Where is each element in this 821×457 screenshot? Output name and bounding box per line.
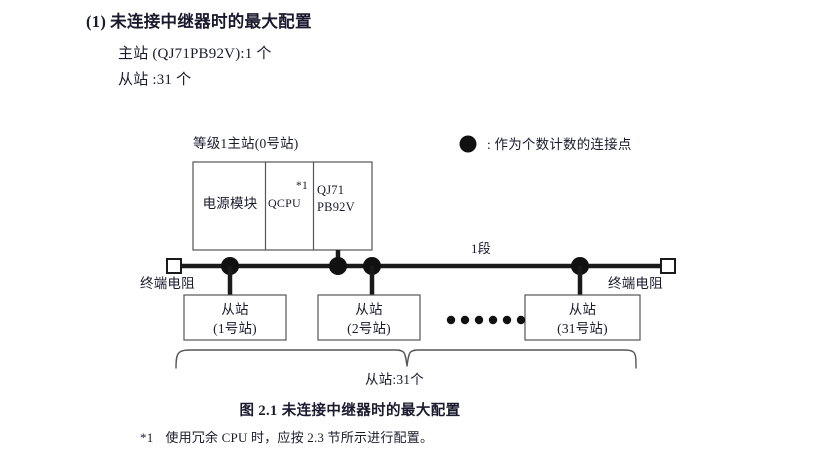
slave-31-line2: (31号站) [557, 320, 608, 336]
slave-box-2 [317, 294, 421, 341]
slave-1-line1: 从站 [221, 302, 249, 317]
terminator-left-symbol [166, 258, 182, 274]
slave-box-31 [524, 294, 641, 341]
section-heading: (1)未连接中继器时的最大配置 [86, 8, 312, 32]
footnote-mark: *1 [140, 430, 154, 445]
ellipsis-dot [516, 315, 526, 325]
master-rack-outline [192, 161, 373, 251]
slave-station-2-label: 从站 (2号站) [318, 301, 420, 338]
slave-station-1-label: 从站 (1号站) [184, 301, 286, 338]
master-station-title: 等级1主站(0号站) [193, 136, 299, 151]
terminator-left-label: 终端电阻 [140, 276, 195, 291]
section-title: 未连接中继器时的最大配置 [110, 12, 312, 31]
legend-filled-circle-icon [459, 135, 477, 153]
ellipsis-dot [474, 315, 484, 325]
master-rack-group [192, 161, 373, 251]
footnote-text: 使用冗余 CPU 时，应按 2.3 节所示进行配置。 [165, 430, 434, 445]
module-network-line2: PB92V [317, 199, 355, 214]
ellipsis-dots [446, 315, 526, 325]
slave-station-31-label: 从站 (31号站) [525, 301, 640, 338]
terminator-right-symbol [660, 258, 676, 274]
segment-label: 1段 [471, 241, 491, 256]
ellipsis-dot [502, 315, 512, 325]
module-label-network: QJ71 PB92V [317, 182, 355, 216]
section-number: (1) [86, 12, 107, 31]
slave-group-brace [175, 349, 637, 369]
ellipsis-dot [446, 315, 456, 325]
legend-label: : 作为个数计数的连接点 [487, 137, 632, 152]
module-label-cpu: QCPU [268, 196, 301, 210]
slave-box-1 [183, 294, 287, 341]
figure-footnote: *1 使用冗余 CPU 时，应按 2.3 节所示进行配置。 [140, 427, 433, 446]
slave-2-line1: 从站 [355, 302, 383, 317]
slave-31-line1: 从站 [568, 302, 597, 317]
slave-2-line2: (2号站) [347, 320, 391, 336]
spec-slave-line: 从站 :31 个 [118, 72, 192, 88]
figure-caption: 图 2.1 未连接中继器时的最大配置 [239, 403, 461, 419]
spec-master-line: 主站 (QJ71PB92V):1 个 [118, 46, 272, 62]
slave-1-line2: (1号站) [213, 320, 257, 336]
module-label-power: 电源模块 [202, 196, 258, 211]
connection-node-master [329, 257, 347, 275]
module-cpu-footnote-mark: *1 [296, 180, 308, 192]
terminator-right-label: 终端电阻 [608, 276, 663, 291]
ellipsis-dot [460, 315, 470, 325]
ellipsis-dot [488, 315, 498, 325]
slave-group-brace-label: 从站:31个 [365, 372, 424, 387]
module-network-line1: QJ71 [317, 183, 345, 197]
